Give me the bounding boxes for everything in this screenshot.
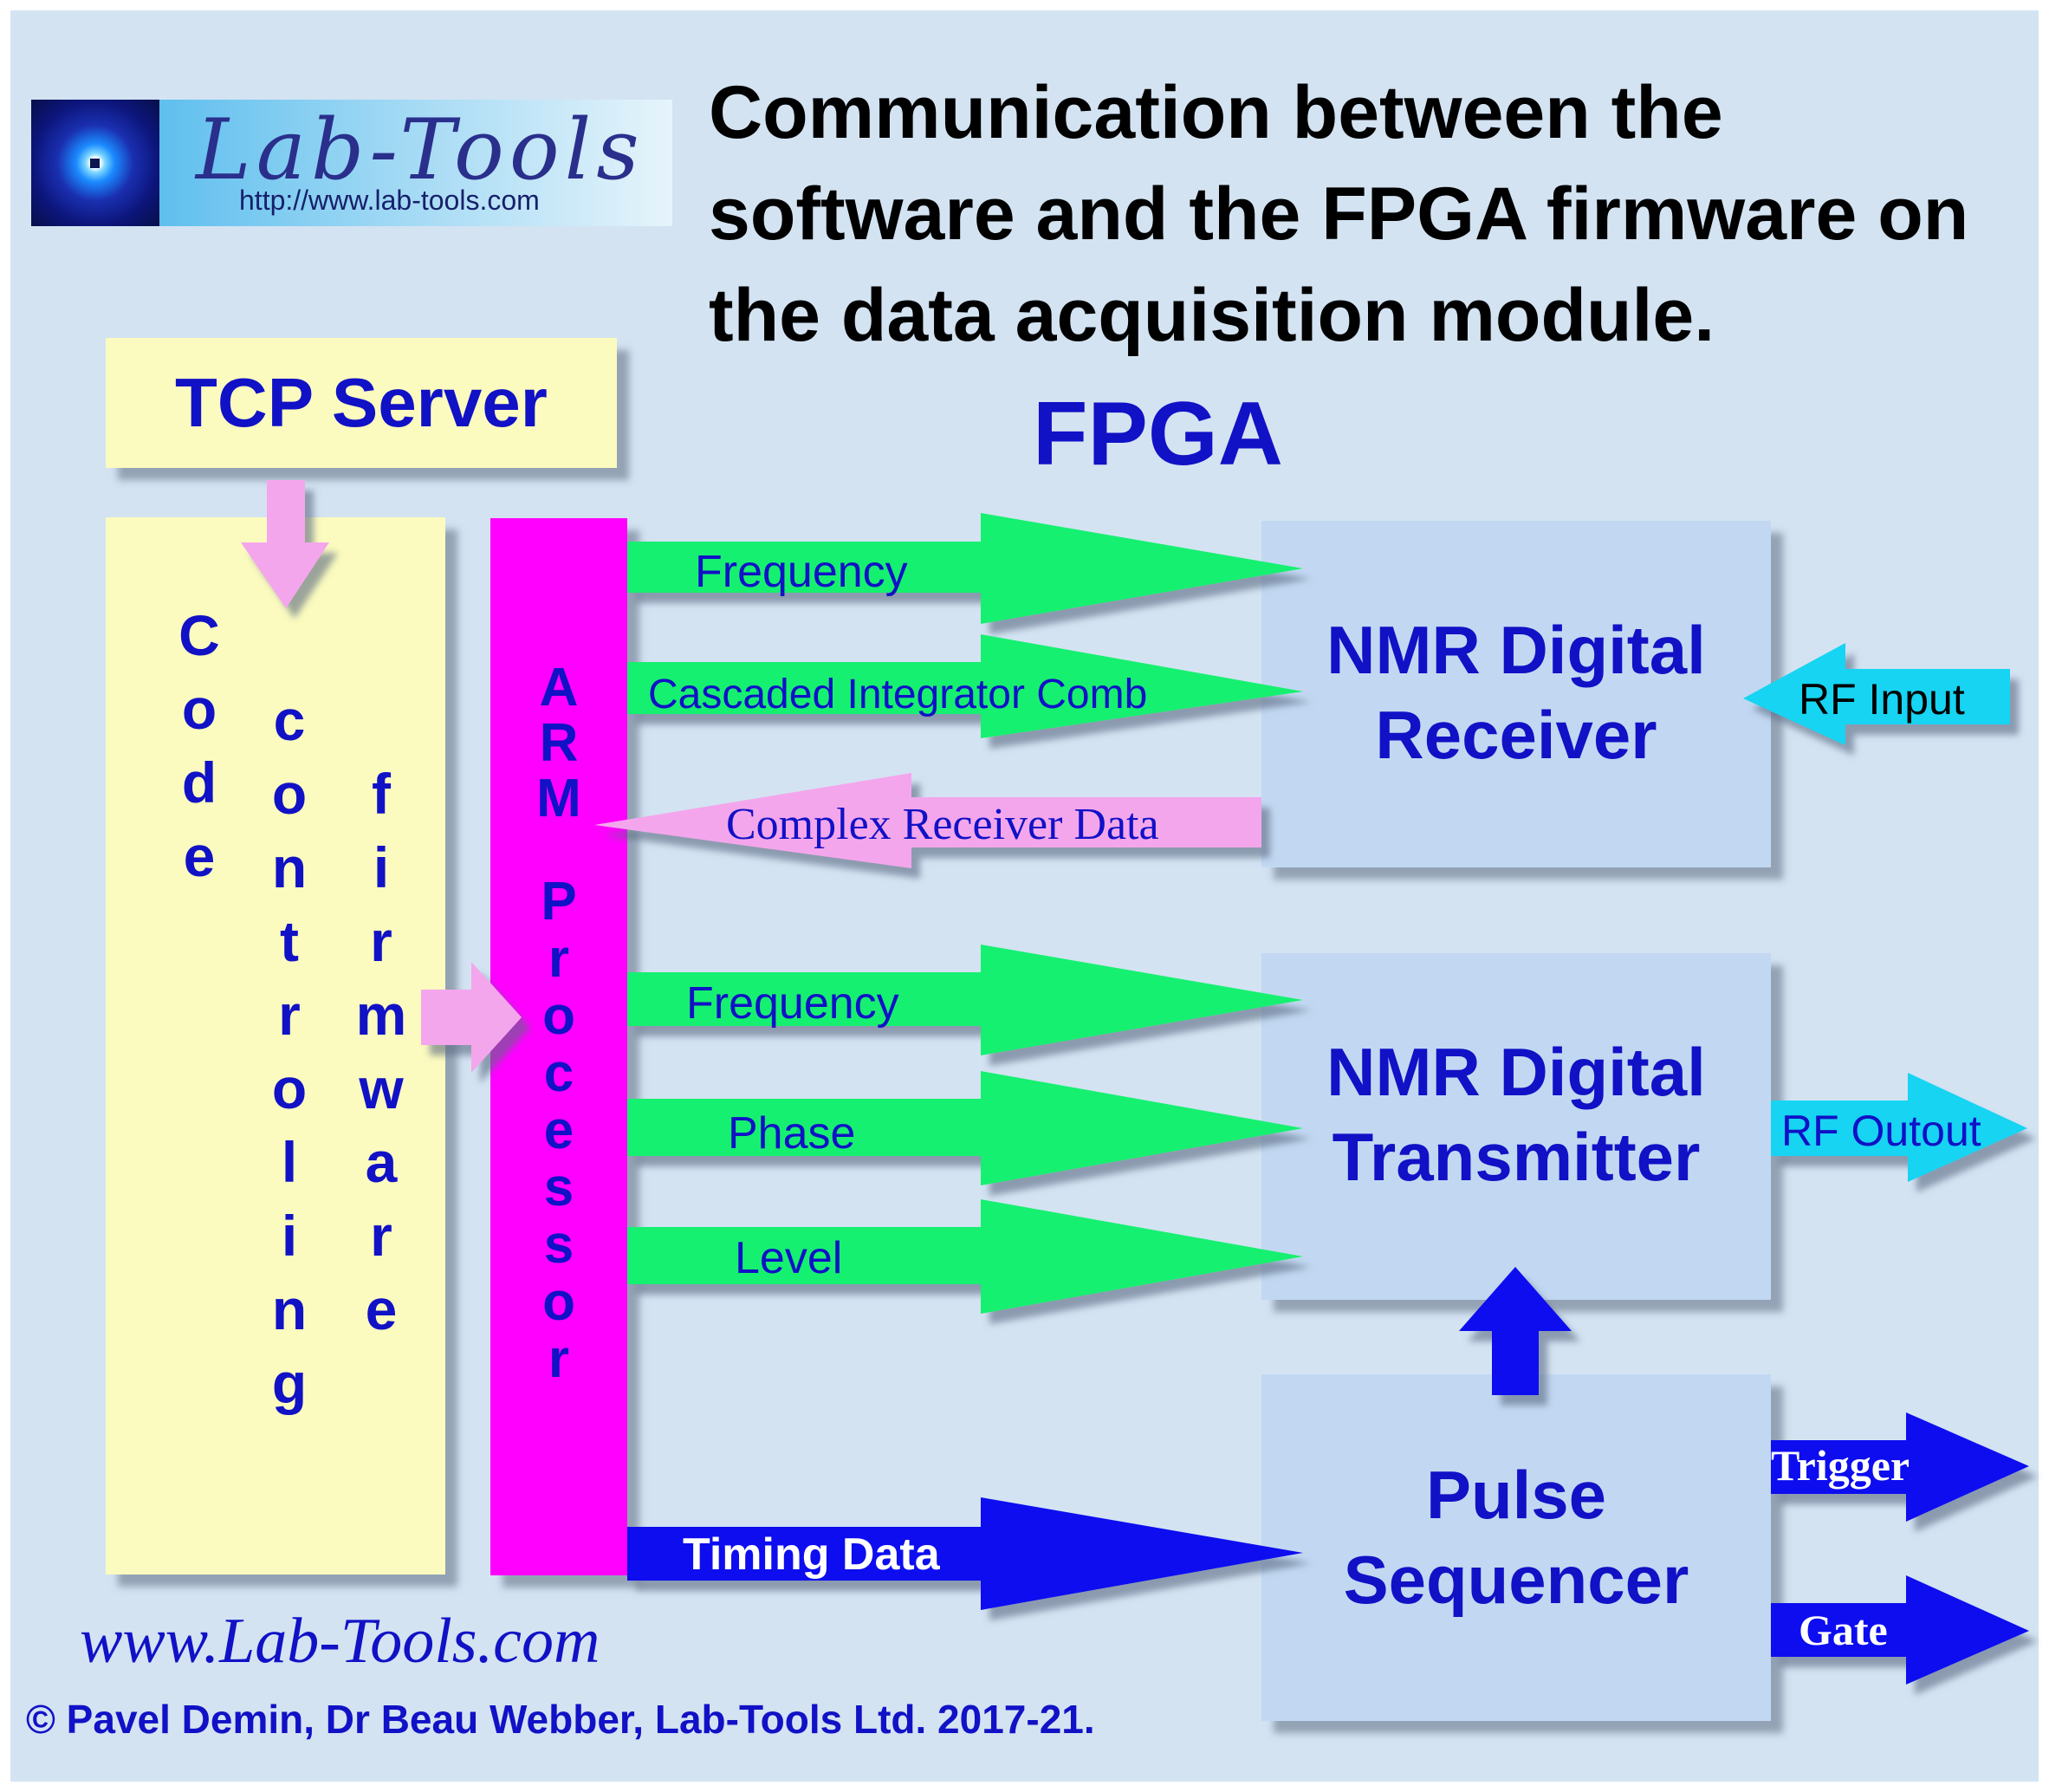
footer-url: www.Lab-Tools.com (80, 1606, 600, 1677)
rx-frequency-arrow (627, 513, 1303, 624)
rf-output-arrow (1771, 1073, 2027, 1182)
receiver-line1: NMR Digital (1326, 612, 1706, 688)
code-to-arm-arrow (421, 962, 522, 1073)
arrows-layer (241, 480, 2029, 1685)
logo-glow-icon (31, 100, 159, 226)
gate-arrow (1771, 1575, 2029, 1685)
fpga-label: FPGA (1033, 384, 1283, 484)
timing-data-label: Timing Data (683, 1529, 940, 1580)
logo-url: http://www.lab-tools.com (239, 185, 540, 216)
rx-cic-arrow (627, 634, 1303, 738)
sequencer-line2: Sequencer (1343, 1542, 1689, 1618)
tx-level-arrow (627, 1199, 1303, 1314)
rf-input-arrow (1743, 643, 2010, 745)
rx-frequency-label: Frequency (695, 547, 908, 597)
sequencer-to-transmitter-arrow (1459, 1267, 1572, 1395)
tcp-server-box: TCP Server (106, 338, 617, 468)
pulse-sequencer-block: Pulse Sequencer (1261, 1374, 1771, 1721)
trigger-label: Trigger (1771, 1441, 1910, 1490)
rf-input-label: RF Input (1799, 675, 1965, 724)
rx-cic-label: Cascaded Integrator Comb (648, 672, 1148, 717)
transmitter-line2: Transmitter (1332, 1119, 1701, 1195)
tx-frequency-arrow (627, 945, 1303, 1055)
diagram-title: Communication between the software and t… (709, 71, 1969, 357)
nmr-digital-transmitter-block: NMR Digital Transmitter (1261, 953, 1771, 1300)
lab-tools-logo: Lab-Tools http://www.lab-tools.com (31, 100, 672, 226)
logo-name: Lab-Tools (196, 101, 645, 198)
gate-label: Gate (1799, 1606, 1888, 1654)
tx-phase-arrow (627, 1071, 1303, 1185)
receiver-line2: Receiver (1375, 697, 1657, 773)
transmitter-line1: NMR Digital (1326, 1034, 1706, 1110)
complex-receiver-data-label: Complex Receiver Data (726, 800, 1159, 849)
nmr-digital-receiver-block: NMR Digital Receiver (1261, 521, 1771, 867)
complex-receiver-data-arrow (594, 773, 1261, 868)
footer-copyright: © Pavel Demin, Dr Beau Webber, Lab-Tools… (26, 1697, 1095, 1742)
tx-frequency-label: Frequency (686, 978, 899, 1029)
tx-phase-label: Phase (728, 1108, 856, 1159)
timing-data-arrow (627, 1497, 1303, 1610)
diagram-canvas: Lab-Tools http://www.lab-tools.com Commu… (10, 10, 2039, 1782)
rf-output-label: RF Outout (1781, 1107, 1981, 1155)
logo-banner: Lab-Tools http://www.lab-tools.com (159, 100, 672, 226)
sequencer-line1: Pulse (1425, 1457, 1607, 1533)
tcp-to-code-arrow (241, 480, 329, 608)
tx-level-label: Level (735, 1233, 843, 1283)
trigger-arrow (1771, 1412, 2029, 1522)
